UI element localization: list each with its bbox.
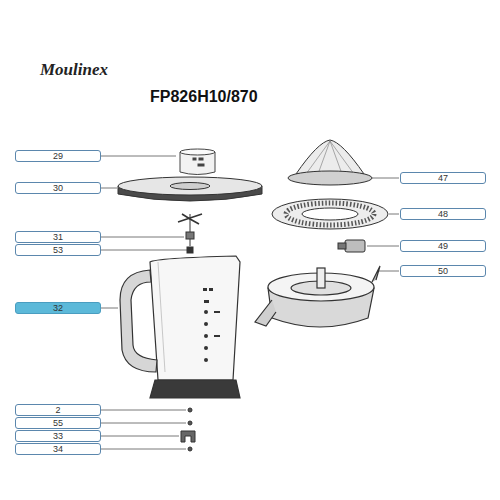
callout-box: 33	[15, 430, 101, 442]
callout-number: 31	[53, 233, 63, 242]
juicer-bowl	[255, 266, 380, 327]
callout-box: 32	[15, 302, 101, 314]
blade-unit	[178, 214, 202, 253]
callout-number: 29	[53, 152, 63, 161]
callout-number: 47	[438, 174, 448, 183]
callout-number: 50	[438, 267, 448, 276]
callout-box: 34	[15, 443, 101, 455]
callout-number: 53	[53, 246, 63, 255]
callout-box: 50	[400, 265, 486, 277]
callout-number: 32	[53, 304, 63, 313]
callout-number: 48	[438, 210, 448, 219]
callout-number: 49	[438, 242, 448, 251]
callout-number: 33	[53, 432, 63, 441]
brand-logo: Moulinex	[40, 60, 108, 80]
callout-box: 2	[15, 404, 101, 416]
measuring-cup	[180, 149, 215, 175]
callout-box: 53	[15, 244, 101, 256]
drive-shaft	[338, 240, 365, 252]
callout-number: 55	[53, 419, 63, 428]
callout-box: 47	[400, 172, 486, 184]
callout-box: 30	[15, 182, 101, 194]
lid	[118, 177, 262, 201]
small-parts	[181, 408, 195, 451]
callout-number: 34	[53, 445, 63, 454]
blender-jug	[120, 256, 240, 398]
juicer-cone	[288, 140, 372, 185]
callout-number: 2	[55, 406, 60, 415]
model-title: FP826H10/870	[150, 88, 258, 106]
callout-number: 30	[53, 184, 63, 193]
callout-box: 55	[15, 417, 101, 429]
juicer-sieve	[272, 199, 388, 229]
callout-box: 49	[400, 240, 486, 252]
callout-box: 48	[400, 208, 486, 220]
callout-box: 31	[15, 231, 101, 243]
callout-box: 29	[15, 150, 101, 162]
